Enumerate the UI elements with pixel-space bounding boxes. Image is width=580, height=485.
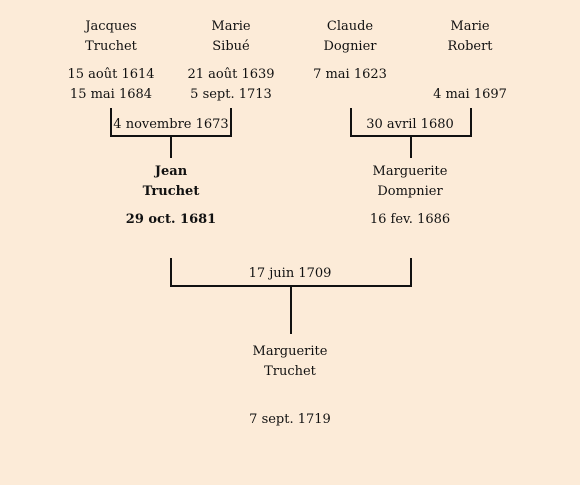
- marguerite-dompnier-first-name: Marguerite: [372, 164, 448, 179]
- claude-first-name: Claude: [326, 19, 374, 34]
- jacques-death-date: 15 mai 1684: [69, 87, 153, 102]
- jacques-birth-date: 15 août 1614: [67, 67, 155, 82]
- jacques-first-name: Jacques: [85, 19, 137, 34]
- marriage-date-3: 17 juin 1709: [248, 266, 332, 281]
- marie-sibue-death-date: 5 sept. 1713: [190, 87, 272, 102]
- marriage-date-1: 4 novembre 1673: [113, 117, 229, 132]
- marie-robert-first-name: Marie: [450, 19, 490, 34]
- marguerite-truchet-birth-date: 7 sept. 1719: [249, 412, 331, 427]
- marriage-date-2: 30 avril 1680: [366, 117, 454, 132]
- marie-sibue-first-name: Marie: [211, 19, 251, 34]
- jean-first-name: Jean: [154, 164, 188, 179]
- marie-robert-death-date: 4 mai 1697: [433, 87, 507, 102]
- jean-last-name: Truchet: [142, 184, 200, 199]
- marie-sibue-last-name: Sibué: [212, 39, 250, 54]
- jean-birth-date: 29 oct. 1681: [125, 212, 217, 227]
- claude-birth-date: 7 mai 1623: [313, 67, 387, 82]
- jacques-last-name: Truchet: [85, 39, 137, 54]
- marie-robert-last-name: Robert: [447, 39, 493, 54]
- claude-last-name: Dognier: [323, 39, 377, 54]
- marguerite-truchet-first-name: Marguerite: [252, 344, 328, 359]
- marie-sibue-birth-date: 21 août 1639: [187, 67, 275, 82]
- marguerite-dompnier-last-name: Dompnier: [377, 184, 443, 199]
- marguerite-dompnier-birth-date: 16 fev. 1686: [369, 212, 451, 227]
- marguerite-truchet-last-name: Truchet: [264, 364, 316, 379]
